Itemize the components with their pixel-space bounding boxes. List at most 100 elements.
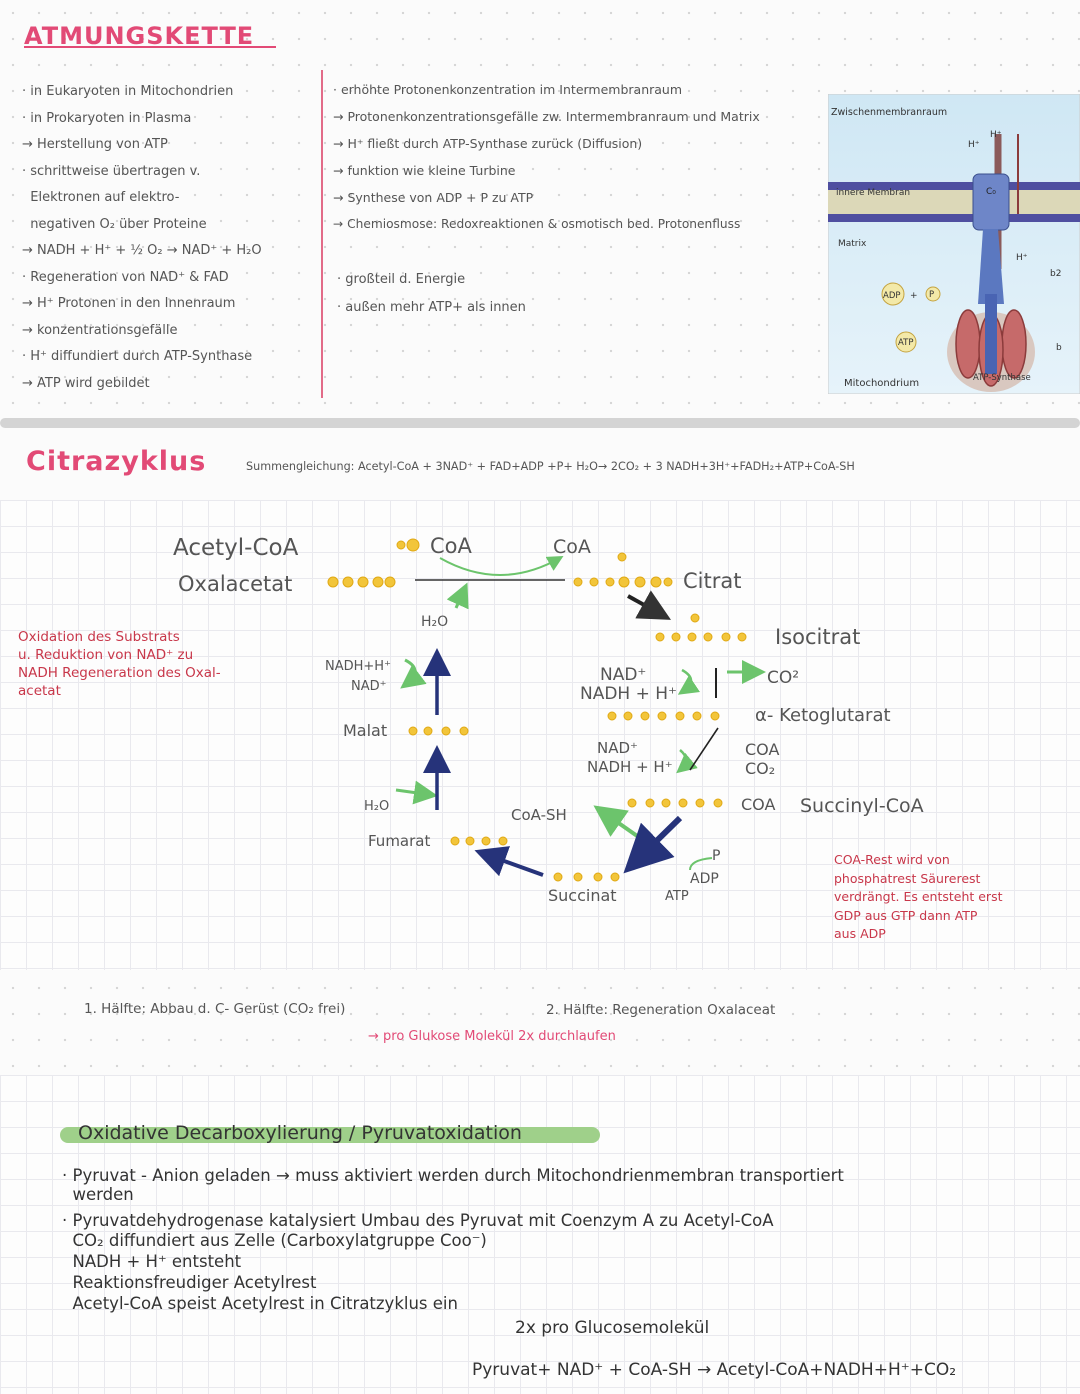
rotor-stalk: [978, 229, 1004, 304]
atmung-left-line: → NADH + H⁺ + ½ O₂ → NAD⁺ + H₂O: [22, 243, 262, 258]
atmung-left-line: · Regeneration von NAD⁺ & FAD: [22, 269, 229, 285]
label-fumarat: Fumarat: [368, 832, 430, 850]
grid-background-cycle: [0, 500, 1080, 970]
half-2-note: 2. Hälfte: Regeneration Oxalaceat: [546, 1002, 776, 1018]
label-co2-2: CO₂: [745, 759, 775, 778]
green-arrow-coash: [593, 805, 642, 840]
label-plus: +: [910, 291, 918, 301]
note-line: aus ADP: [834, 926, 886, 941]
oxid-line: · Pyruvat - Anion geladen → muss aktivie…: [62, 1166, 844, 1185]
page-divider: [0, 418, 1080, 428]
label-h-plus: H⁺: [968, 140, 980, 150]
oxid-line: Acetyl-CoA speist Acetylrest in Citratzy…: [62, 1294, 458, 1313]
atmung-right-line: → Chemiosmose: Redoxreaktionen & osmotis…: [333, 217, 741, 231]
atmung-right-line: · erhöhte Protonenkonzentration im Inter…: [333, 82, 683, 97]
atmung-left-line: · H⁺ diffundiert durch ATP-Synthase: [22, 349, 253, 364]
label-adp: ADP: [883, 291, 901, 301]
note-line: NADH Regeneration des Oxal-: [18, 665, 221, 681]
label-citrat: Citrat: [683, 569, 741, 593]
note-coa-rest: COA-Rest wird von phosphatrest Säurerest…: [834, 851, 1003, 944]
citrat-summary-equation: Summengleichung: Acetyl-CoA + 3NAD⁺ + FA…: [246, 460, 855, 473]
atmung-right-line: → Synthese von ADP + P zu ATP: [333, 190, 534, 205]
label-succinyl-coa: Succinyl-CoA: [800, 795, 924, 817]
label-innere-membran: innere Membran: [836, 188, 910, 198]
dot-background-mid: [0, 975, 1080, 1070]
label-mitochondrium: Mitochondrium: [844, 378, 919, 389]
note-oxidation: Oxidation des Substrats u. Reduktion von…: [18, 628, 221, 700]
label-coa-sh: CoA-SH: [511, 806, 567, 824]
label-co2-1: CO²: [767, 668, 799, 688]
label-p: P: [712, 848, 720, 864]
oxid-body: · Pyruvat - Anion geladen → muss aktivie…: [62, 1166, 1062, 1314]
citrate-cycle-diagram: Acetyl-CoA Oxalacetat CoA CoA Citrat Iso…: [173, 534, 924, 905]
label-adp: ADP: [690, 871, 719, 887]
label-atp: ATP: [665, 889, 689, 904]
label-nadh-2: NADH + H⁺: [587, 758, 673, 776]
oxid-title-highlight: [60, 1127, 600, 1143]
atmung-bottom-line: · außen mehr ATP+ als innen: [337, 300, 526, 315]
molecule-dots: [327, 538, 747, 882]
atmung-left-line: → ATP wird gebildet: [22, 375, 150, 391]
label-nadh-1: NADH + H⁺: [580, 684, 677, 704]
label-nadh-3: NADH+H⁺: [325, 659, 391, 674]
atmung-right-column: · erhöhte Protonenkonzentration im Inter…: [333, 82, 828, 244]
atp-synthase-figure: Zwischenmembranraum innere Membran Matri…: [828, 94, 1080, 394]
green-arrow-p-adp: [689, 857, 713, 871]
label-b: b: [1056, 343, 1062, 353]
half-1-note: 1. Hälfte: Abbau d. C- Gerüst (CO₂ frei): [84, 1001, 346, 1017]
label-coa-right: CoA: [553, 536, 591, 558]
oxid-per-glucose: 2x pro Glucosemolekül: [515, 1318, 710, 1338]
green-arrow-nad-isocitrat: [677, 668, 701, 695]
note-line: COA-Rest wird von: [834, 852, 950, 867]
label-acetyl-coa: Acetyl-CoA: [173, 535, 299, 561]
label-coa-top: CoA: [430, 534, 473, 558]
oxid-title: Oxidative Decarboxylierung / Pyruvatoxid…: [78, 1122, 522, 1144]
label-h2o-top: H₂O: [421, 614, 448, 630]
label-h-plus: H⁺: [1016, 253, 1028, 263]
oxid-line: Reaktionsfreudiger Acetylrest: [62, 1273, 317, 1292]
oxid-line: werden: [62, 1185, 134, 1204]
arrow-succinyl-succinat: [623, 815, 683, 874]
label-coa-succinyl: COA: [741, 795, 775, 814]
atmung-column-divider: [321, 70, 323, 398]
green-arrow-nad-keto: [676, 749, 698, 774]
atmung-right-line: → H⁺ fließt durch ATP-Synthase zurück (D…: [333, 136, 643, 151]
oxid-equation: Pyruvat+ NAD⁺ + CoA-SH → Acetyl-CoA+NADH…: [472, 1360, 957, 1380]
label-h2o-fumarat: H₂O: [364, 799, 389, 814]
atmung-left-line: · schrittweise übertragen v.: [22, 163, 201, 179]
atmung-title: ATMUNGSKETTE: [24, 22, 255, 50]
c0-subunit: [972, 173, 1010, 231]
label-succinat: Succinat: [548, 886, 617, 905]
label-atp: ATP: [898, 338, 913, 348]
atmung-left-line: · in Prokaryoten in Plasma: [22, 110, 192, 126]
note-line: Oxidation des Substrats: [18, 629, 180, 645]
label-isocitrat: Isocitrat: [775, 625, 860, 649]
label-atp-synthase: ATP-Synthase: [973, 373, 1031, 383]
label-p: P: [929, 290, 934, 300]
label-oxalacetat: Oxalacetat: [178, 572, 292, 596]
citrat-title: Citrazyklus: [26, 446, 207, 477]
per-glucose-note: → pro Glukose Molekül 2x durchlaufen: [368, 1029, 616, 1044]
oxid-line: CO₂ diffundiert aus Zelle (Carboxylatgru…: [62, 1231, 487, 1250]
oxid-line: · Pyruvatdehydrogenase katalysiert Umbau…: [62, 1211, 774, 1230]
note-line: acetat: [18, 683, 61, 699]
note-line: u. Reduktion von NAD⁺ zu: [18, 647, 194, 663]
atmung-left-line: → Herstellung von ATP: [22, 137, 168, 152]
note-line: verdrängt. Es entsteht erst: [834, 889, 1003, 904]
label-nad-1: NAD⁺: [600, 665, 646, 685]
atmung-bottom-line: · großteil d. Energie: [337, 272, 466, 287]
label-zwischenmembranraum: Zwischenmembranraum: [831, 107, 947, 118]
label-malat: Malat: [343, 721, 387, 740]
label-b2: b2: [1050, 269, 1061, 279]
atmung-right-line: → funktion wie kleine Turbine: [333, 163, 516, 178]
atmung-title-underline: [24, 46, 276, 48]
arrow-citrat-isocitrat: [627, 590, 671, 620]
green-arrow-coa: [439, 556, 564, 576]
membrane-heads: [828, 182, 1080, 222]
label-matrix: Matrix: [838, 239, 867, 249]
oxid-line: NADH + H⁺ entsteht: [62, 1252, 242, 1271]
label-nad-2: NAD⁺: [597, 739, 638, 757]
green-arrow-h2o-fumarat: [395, 780, 438, 805]
atmung-left-line: Elektronen auf elektro-: [22, 190, 180, 205]
label-c0: C₀: [986, 187, 996, 197]
